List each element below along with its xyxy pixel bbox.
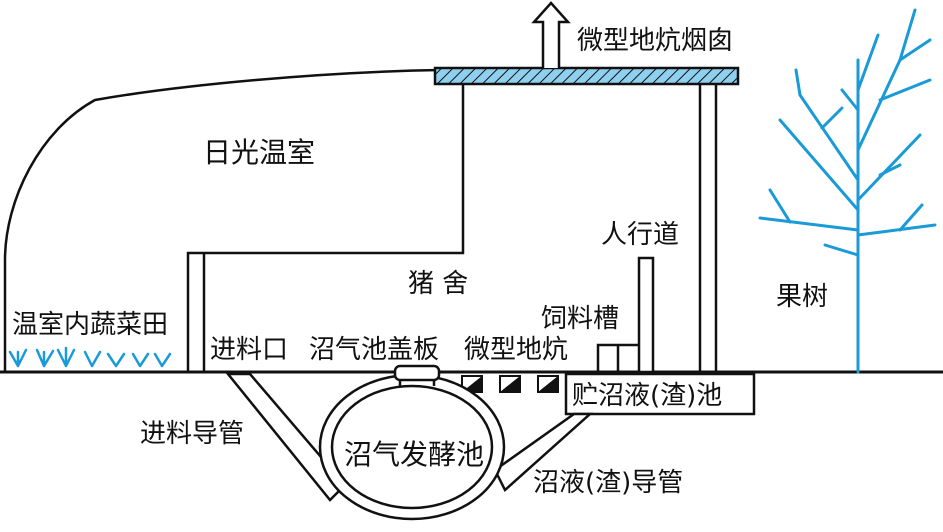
digester-cover-plate (393, 364, 441, 382)
fruit-tree (758, 8, 937, 374)
label-cover: 沼气池盖板 (309, 335, 439, 365)
label-walkway: 人行道 (601, 220, 679, 250)
label-fruit-tree: 果树 (776, 282, 828, 312)
chimney-arrow (531, 1, 571, 68)
label-pigpen: 猪 舍 (408, 269, 468, 299)
label-inlet-pipe: 进料导管 (140, 419, 244, 449)
label-outlet-pipe: 沼液(渣)导管 (533, 468, 683, 498)
label-digester: 沼气发酵池 (344, 438, 484, 471)
label-greenhouse: 日光温室 (203, 136, 315, 169)
label-chimney: 微型地炕烟囱 (577, 26, 733, 56)
vegetable-sprouts (8, 346, 172, 368)
feed-trough (596, 343, 639, 372)
chimney-slab (433, 66, 740, 86)
label-vegetable-field: 温室内蔬菜田 (12, 310, 168, 340)
label-micro-kang: 微型地炕 (464, 335, 568, 365)
label-storage-pool: 贮沼液(渣)池 (572, 381, 722, 411)
outlet-pipe (493, 412, 594, 493)
greenhouse-roof (3, 68, 441, 372)
walkway-post (637, 256, 655, 374)
pigpen-inner-wall (186, 84, 465, 372)
micro-kang-blocks (461, 375, 559, 393)
storage-pool (564, 372, 756, 416)
label-feed-trough: 饲料槽 (541, 304, 619, 334)
label-inlet: 进料口 (210, 335, 288, 365)
